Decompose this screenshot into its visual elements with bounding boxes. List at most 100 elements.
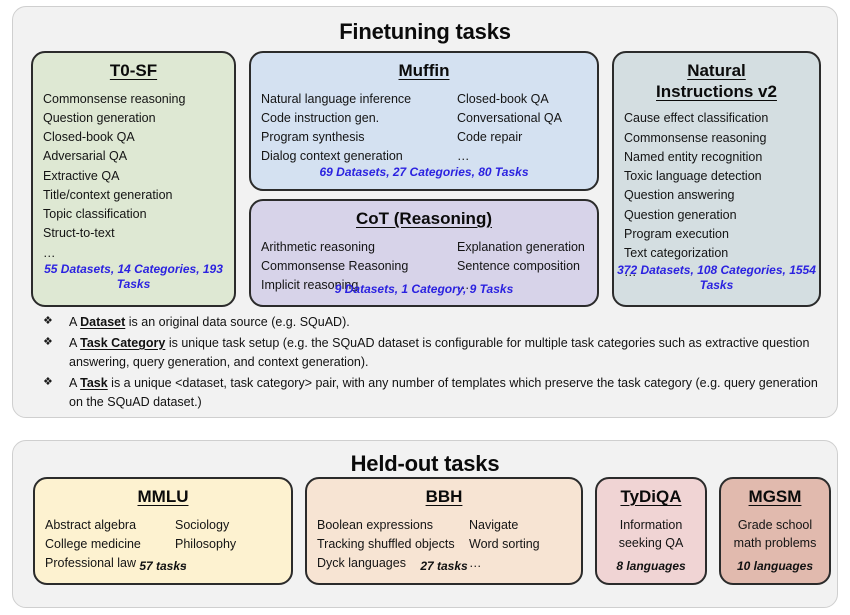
task-item-ellipsis: … bbox=[43, 245, 57, 260]
finetuning-panel-title: Finetuning tasks bbox=[339, 19, 511, 44]
task-item: Grade school bbox=[737, 517, 813, 532]
card-column: Arithmetic reasoning Commonsense Reasoni… bbox=[261, 238, 457, 296]
task-item: Word sorting bbox=[469, 536, 540, 551]
card-title-cot: CoT (Reasoning) bbox=[356, 209, 492, 228]
task-card-bbh: BBH Boolean expressions Tracking shuffle… bbox=[305, 477, 583, 585]
diamond-bullet-icon: ❖ bbox=[43, 336, 53, 348]
legend-term: Task Category bbox=[80, 336, 166, 350]
task-item: Code repair bbox=[457, 130, 523, 145]
legend-text-task: A Task is a unique <dataset, task catego… bbox=[69, 374, 829, 412]
card-column: Boolean expressions Tracking shuffled ob… bbox=[317, 516, 469, 574]
card-column: Explanation generation Sentence composit… bbox=[457, 238, 585, 296]
card-stat-mmlu: 57 tasks bbox=[139, 559, 187, 574]
card-stat-cot: 9 Datasets, 1 Category, 9 Tasks bbox=[334, 282, 514, 297]
task-item: Commonsense reasoning bbox=[624, 130, 767, 145]
task-item: Struct-to-text bbox=[43, 226, 115, 241]
task-card-cot: CoT (Reasoning) Arithmetic reasoning Com… bbox=[249, 199, 599, 307]
task-item: College medicine bbox=[45, 536, 141, 551]
card-title-tydiqa: TyDiQA bbox=[620, 487, 682, 506]
card-column: Cause effect classification Commonsense … bbox=[624, 109, 809, 282]
card-items-tydiqa: Information seeking QA bbox=[607, 516, 695, 554]
card-stat-muffin: 69 Datasets, 27 Categories, 80 Tasks bbox=[319, 165, 529, 180]
card-column: Sociology Philosophy … bbox=[175, 516, 236, 574]
task-item: Boolean expressions bbox=[317, 517, 434, 532]
card-title-bbh: BBH bbox=[425, 487, 463, 506]
finetuning-tasks-panel: Finetuning tasks T0-SF Commonsense reaso… bbox=[12, 6, 838, 418]
task-item: Arithmetic reasoning bbox=[261, 239, 375, 254]
task-item: Cause effect classification bbox=[624, 111, 769, 126]
legend-pre: A bbox=[69, 376, 81, 390]
card-title-mmlu: MMLU bbox=[137, 487, 189, 506]
card-title-natural-instructions-v2: Natural Instructions v2 bbox=[624, 61, 809, 102]
legend-term: Dataset bbox=[80, 315, 126, 329]
legend-text-task-category: A Task Category is unique task setup (e.… bbox=[69, 334, 829, 372]
legend-pre: A bbox=[69, 315, 81, 329]
card-title-line1: Natural bbox=[687, 61, 746, 80]
task-item: Philosophy bbox=[175, 536, 237, 551]
task-item: Program synthesis bbox=[261, 130, 365, 145]
task-item-ellipsis: … bbox=[457, 149, 471, 164]
task-item: Text categorization bbox=[624, 246, 729, 261]
task-card-muffin: Muffin Natural language inference Code i… bbox=[249, 51, 599, 191]
task-item: Code instruction gen. bbox=[261, 110, 380, 125]
legend-pre: A bbox=[69, 336, 81, 350]
task-item: Closed-book QA bbox=[43, 130, 135, 145]
task-item: Dialog context generation bbox=[261, 149, 403, 164]
legend-post: is an original data source (e.g. SQuAD). bbox=[125, 315, 350, 329]
task-card-mgsm: MGSM Grade school math problems 10 langu… bbox=[719, 477, 831, 585]
task-item-ellipsis: … bbox=[624, 265, 638, 280]
task-item: Dyck languages bbox=[317, 556, 406, 571]
task-item: Question generation bbox=[43, 110, 156, 125]
card-title-t0sf: T0-SF bbox=[109, 61, 158, 80]
legend-post: is a unique <dataset, task category> pai… bbox=[69, 376, 818, 409]
task-item-ellipsis: … bbox=[457, 278, 471, 293]
task-item: Extractive QA bbox=[43, 168, 120, 183]
task-item: Toxic language detection bbox=[624, 169, 762, 184]
task-item: math problems bbox=[733, 536, 817, 551]
card-items-mgsm: Grade school math problems bbox=[731, 516, 819, 554]
card-title-mgsm: MGSM bbox=[748, 487, 802, 506]
task-card-natural-instructions-v2: Natural Instructions v2 Cause effect cla… bbox=[612, 51, 821, 307]
task-item: Implicit reasoning bbox=[261, 278, 359, 293]
task-item: Adversarial QA bbox=[43, 149, 128, 164]
task-item: Natural language inference bbox=[261, 91, 412, 106]
task-item: Sociology bbox=[175, 517, 230, 532]
task-item: seeking QA bbox=[618, 536, 684, 551]
task-item: Navigate bbox=[469, 517, 519, 532]
card-items-cot: Arithmetic reasoning Commonsense Reasoni… bbox=[261, 238, 587, 296]
card-stat-t0sf: 55 Datasets, 14 Categories, 193 Tasks bbox=[44, 261, 223, 292]
task-item-ellipsis: … bbox=[175, 556, 189, 571]
task-item: Topic classification bbox=[43, 207, 147, 222]
task-item: Conversational QA bbox=[457, 110, 562, 125]
task-item: Professional law bbox=[45, 556, 137, 571]
heldout-panel-title: Held-out tasks bbox=[350, 451, 500, 476]
legend-item-dataset: ❖ A Dataset is an original data source (… bbox=[43, 313, 829, 332]
task-item: Title/context generation bbox=[43, 187, 173, 202]
task-item: Explanation generation bbox=[457, 239, 585, 254]
card-stat-tydiqa: 8 languages bbox=[616, 559, 686, 574]
task-card-tydiqa: TyDiQA Information seeking QA 8 language… bbox=[595, 477, 707, 585]
card-column: Commonsense reasoning Question generatio… bbox=[43, 90, 224, 263]
card-items-mmlu: Abstract algebra College medicine Profes… bbox=[45, 516, 281, 574]
card-stat-natural-instructions-v2: 372 Datasets, 108 Categories, 1554 Tasks bbox=[617, 262, 816, 293]
legend-item-task-category: ❖ A Task Category is unique task setup (… bbox=[43, 334, 829, 372]
task-item-ellipsis: … bbox=[469, 556, 483, 571]
task-item: Sentence composition bbox=[457, 258, 580, 273]
legend-term: Task bbox=[80, 376, 108, 390]
task-item: Question generation bbox=[624, 207, 737, 222]
task-item: Named entity recognition bbox=[624, 149, 763, 164]
legend-item-task: ❖ A Task is a unique <dataset, task cate… bbox=[43, 374, 829, 412]
card-items-muffin: Natural language inference Code instruct… bbox=[261, 90, 587, 167]
task-item: Tracking shuffled objects bbox=[317, 536, 455, 551]
card-column: Abstract algebra College medicine Profes… bbox=[45, 516, 175, 574]
card-column: Closed-book QA Conversational QA Code re… bbox=[457, 90, 562, 167]
definitions-legend: ❖ A Dataset is an original data source (… bbox=[43, 313, 829, 414]
task-card-mmlu: MMLU Abstract algebra College medicine P… bbox=[33, 477, 293, 585]
task-item: Information bbox=[619, 517, 683, 532]
task-item: Question answering bbox=[624, 188, 735, 203]
task-item: Abstract algebra bbox=[45, 517, 137, 532]
legend-text-dataset: A Dataset is an original data source (e.… bbox=[69, 313, 829, 332]
diamond-bullet-icon: ❖ bbox=[43, 376, 53, 388]
legend-post: is unique task setup (e.g. the SQuAD dat… bbox=[69, 336, 810, 369]
